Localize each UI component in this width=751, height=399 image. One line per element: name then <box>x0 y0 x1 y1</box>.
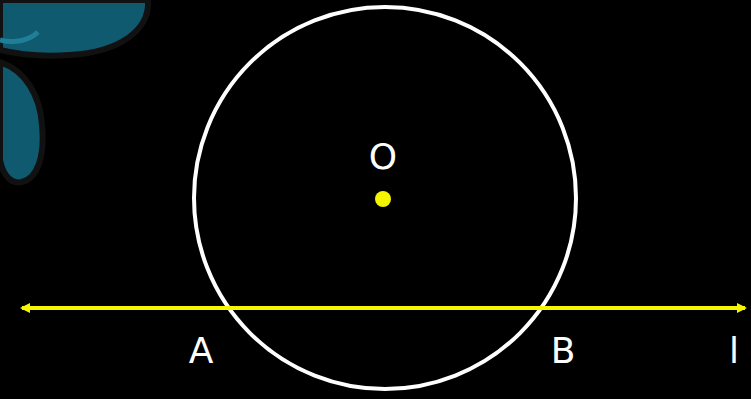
circle <box>194 7 576 389</box>
point-label: B <box>551 333 576 369</box>
point-label: A <box>189 333 214 369</box>
center-point <box>375 191 391 207</box>
line-label: l <box>729 333 739 369</box>
secant-line <box>22 306 745 310</box>
decor-shape <box>0 62 43 182</box>
point-label: O <box>369 139 397 175</box>
decor-shape <box>0 0 148 56</box>
decor-highlight <box>0 32 38 42</box>
